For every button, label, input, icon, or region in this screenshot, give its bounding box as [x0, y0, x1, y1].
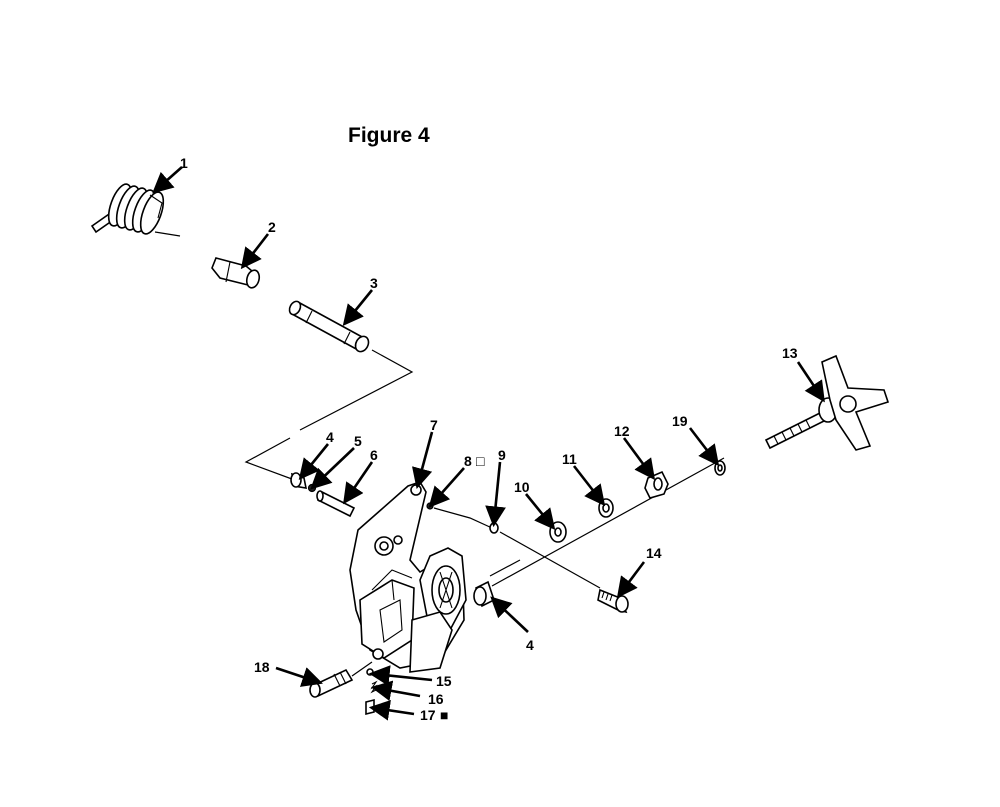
part-handle-plunger [309, 661, 373, 698]
callout-13: 13 [782, 345, 798, 361]
part-bracket-assembly [349, 481, 467, 673]
callout-8: 8 [464, 453, 472, 469]
callout-17: 17 [420, 707, 436, 723]
callout-7: 7 [430, 417, 438, 433]
callout-8-open-square-marker: □ [476, 453, 485, 469]
part-bushing [211, 257, 261, 289]
part-spring [90, 183, 181, 237]
callout-3: 3 [370, 275, 378, 291]
figure-title: Figure 4 [348, 124, 430, 147]
callout-4-lower: 4 [526, 637, 534, 653]
callout-2: 2 [268, 219, 276, 235]
callout-arrows [152, 166, 825, 721]
part-washer-19 [714, 460, 726, 476]
part-spring-16 [370, 680, 378, 694]
callout-16: 16 [428, 691, 444, 707]
part-nut [644, 470, 669, 499]
part-setscrew-17 [365, 698, 375, 716]
callout-5: 5 [354, 433, 362, 449]
callout-12: 12 [614, 423, 630, 439]
part-shaft-bushing [473, 580, 495, 608]
callout-9: 9 [498, 447, 506, 463]
callout-14: 14 [646, 545, 662, 561]
part-lock-washer [489, 522, 499, 534]
part-ball-15 [366, 668, 374, 676]
callout-18: 18 [254, 659, 270, 675]
callout-1: 1 [180, 155, 188, 171]
callout-6: 6 [370, 447, 378, 463]
callout-17-filled-square-marker: ■ [440, 707, 448, 723]
part-screw [597, 588, 629, 614]
callout-19: 19 [672, 413, 688, 429]
callout-10: 10 [514, 479, 530, 495]
part-pin [288, 300, 370, 353]
callout-11: 11 [562, 451, 577, 467]
part-star-knob [764, 354, 890, 451]
callout-4-upper: 4 [326, 429, 334, 445]
callout-15: 15 [436, 673, 452, 689]
